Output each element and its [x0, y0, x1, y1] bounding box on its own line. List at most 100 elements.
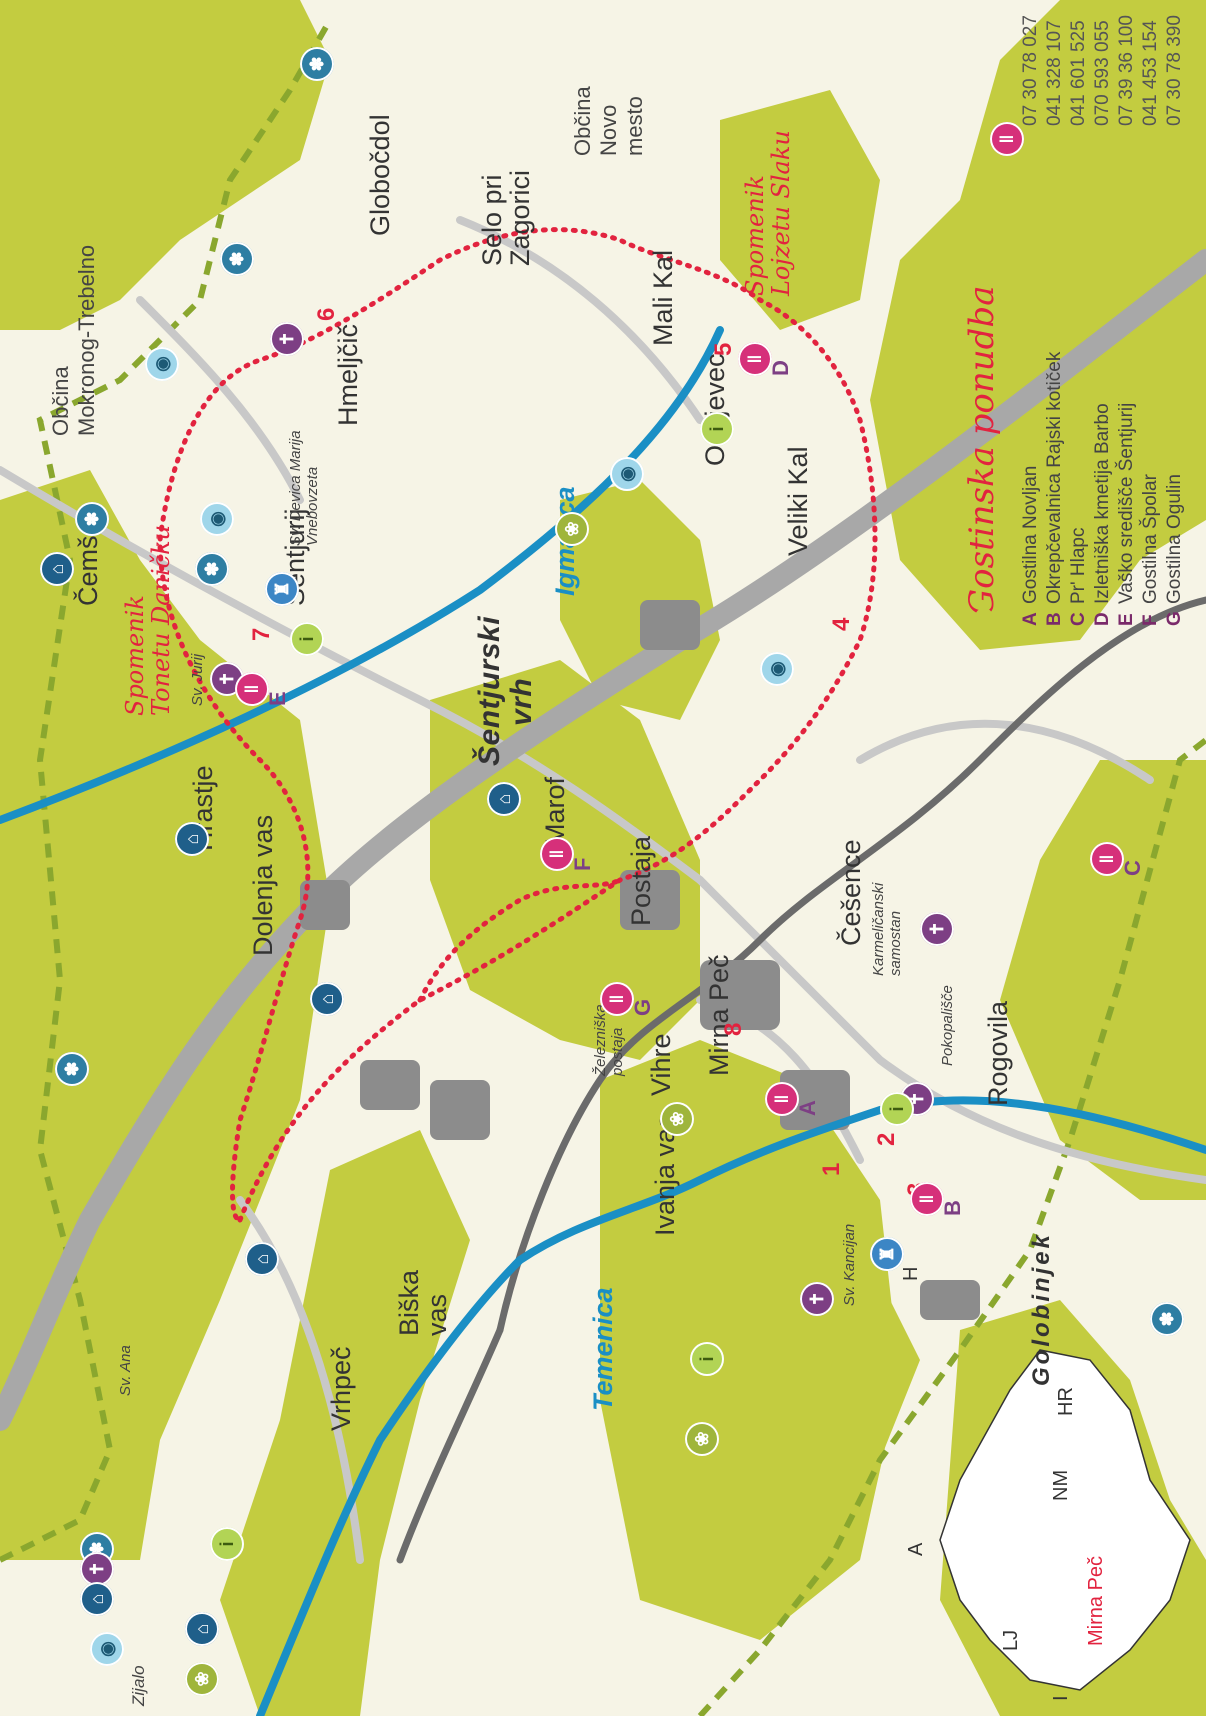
wine-cellar-icon: ⌂ [245, 1242, 279, 1276]
restaurant-icon: ǁ [600, 982, 634, 1016]
info-point-icon: i [210, 1527, 244, 1561]
wine-cellar-icon: ⌂ [80, 1582, 114, 1616]
municipality-border [0, 18, 1206, 1716]
place-vihre: Vihre [646, 1033, 676, 1096]
place-zijalo: Zijalo [129, 1665, 148, 1706]
wine-cellar-icon: ⌂ [310, 982, 344, 1016]
legend-phone-e: 07 39 36 100 [1116, 15, 1137, 126]
wine-cellar-icon: ⌂ [40, 552, 74, 586]
place-veliki-kal: Veliki Kal [783, 446, 813, 556]
viewpoint-icon: ◉ [760, 652, 794, 686]
nature-icon: ❀ [660, 1102, 694, 1136]
poi-letter-d: D [768, 360, 793, 376]
inset-country-hr: HR [1055, 1387, 1077, 1416]
restaurant-icon: ǁ [540, 837, 574, 871]
viewpoint-icon: ◉ [200, 502, 234, 536]
wine-region-icon: ✽ [75, 502, 109, 536]
route-stop-6: 6 [313, 307, 340, 321]
railway [396, 596, 1206, 1564]
slovenia-inset-outline [939, 1349, 1191, 1691]
poi-letter-e: E [265, 691, 290, 706]
place-dolenja-vas: Dolenja vas [248, 814, 278, 956]
legend-phone-a: 07 30 78 027 [1020, 15, 1041, 126]
viewpoint-icon: ◉ [610, 457, 644, 491]
legend-item-c: CPr' Hlapc [1068, 527, 1089, 626]
label-sv-kancijan: Sv. Kancijan [841, 1223, 858, 1306]
place-postaja: Postaja [626, 835, 656, 926]
info-point-icon: i [700, 412, 734, 446]
wine-region-icon: ✽ [1150, 1302, 1184, 1336]
rivers [0, 326, 1206, 1716]
wine-region-icon: ✽ [195, 552, 229, 586]
legend-bullet [975, 608, 993, 626]
viewpoint-icon: ◉ [145, 347, 179, 381]
hiking-route-spur [417, 877, 623, 1003]
poi-letter-a: A [795, 1100, 820, 1116]
wine-region-icon: ✽ [220, 242, 254, 276]
route-stop-8: 8 [720, 1022, 747, 1036]
route-stop-1: 1 [818, 1162, 845, 1176]
legend-phone-b: 041 328 107 [1044, 20, 1065, 126]
castle-icon: ♜ [870, 1237, 904, 1271]
place-mali-kal: Mali Kal [648, 249, 678, 346]
wine-cellar-icon: ⌂ [175, 822, 209, 856]
legend-phone-d: 070 593 055 [1092, 20, 1113, 126]
church-icon: ✝ [80, 1552, 114, 1586]
info-point-icon: i [880, 1092, 914, 1126]
restaurant-icon: ǁ [990, 122, 1024, 156]
poi-letter-c: C [1120, 860, 1145, 876]
nature-icon: ❀ [685, 1422, 719, 1456]
church-icon: ✝ [920, 912, 954, 946]
label-sv-jurij: Sv. Jurij [189, 653, 206, 706]
info-point-icon: i [690, 1342, 724, 1376]
region-golobinjek: Golobinjek [1028, 1231, 1055, 1386]
place-cesence: Češence [836, 839, 866, 946]
place-mirna-pec: Mirna Peč [704, 954, 734, 1076]
poi-letter-g: G [630, 998, 655, 1016]
restaurant-icon: ǁ [765, 1082, 799, 1116]
legend-phone-c: 041 601 525 [1068, 20, 1089, 126]
castle-icon: ♜ [265, 572, 299, 606]
legend-item-a: AGostilna Novljan [1020, 465, 1041, 626]
wine-cellar-icon: ⌂ [487, 782, 521, 816]
legend-item-f: FGostilna Špolar [1140, 474, 1161, 626]
route-stop-5: 5 [710, 342, 737, 356]
place-orkljevec: Orkljevec [700, 353, 730, 466]
inset-country-a: A [905, 1542, 927, 1556]
route-stop-4: 4 [828, 617, 855, 631]
river-temenica: Temenica [588, 1287, 618, 1411]
place-globocdol: Globočdol [365, 114, 395, 236]
info-point-icon: i [290, 622, 324, 656]
label-sv-ana: Sv. Ana [117, 1345, 134, 1396]
inset-country-i: I [1050, 1695, 1072, 1701]
settlements [300, 600, 980, 1320]
place-marof: Marof [540, 776, 570, 846]
restaurant-icon: ǁ [1090, 842, 1124, 876]
inset-lj: LJ [1000, 1629, 1022, 1651]
hiking-route [157, 227, 878, 1223]
inset-nm: NM [1050, 1469, 1072, 1501]
legend-phone-g: 07 30 78 390 [1164, 15, 1185, 126]
nature-icon: ❀ [555, 512, 589, 546]
church-icon: ✝ [270, 322, 304, 356]
poi-letter-f: F [570, 857, 595, 871]
nature-icon: ❀ [185, 1662, 219, 1696]
legend-title: Gostinska ponudba [962, 285, 1002, 616]
legend-item-d: DIzletniška kmetija Barbo [1092, 403, 1113, 626]
wine-cellar-icon: ⌂ [185, 1612, 219, 1646]
restaurant-icon: ǁ [910, 1182, 944, 1216]
inset-country-h: H [900, 1266, 922, 1281]
place-hmeljcic: Hmeljčič [333, 323, 363, 426]
legend-item-g: GGostilna Ogulin [1164, 474, 1185, 626]
